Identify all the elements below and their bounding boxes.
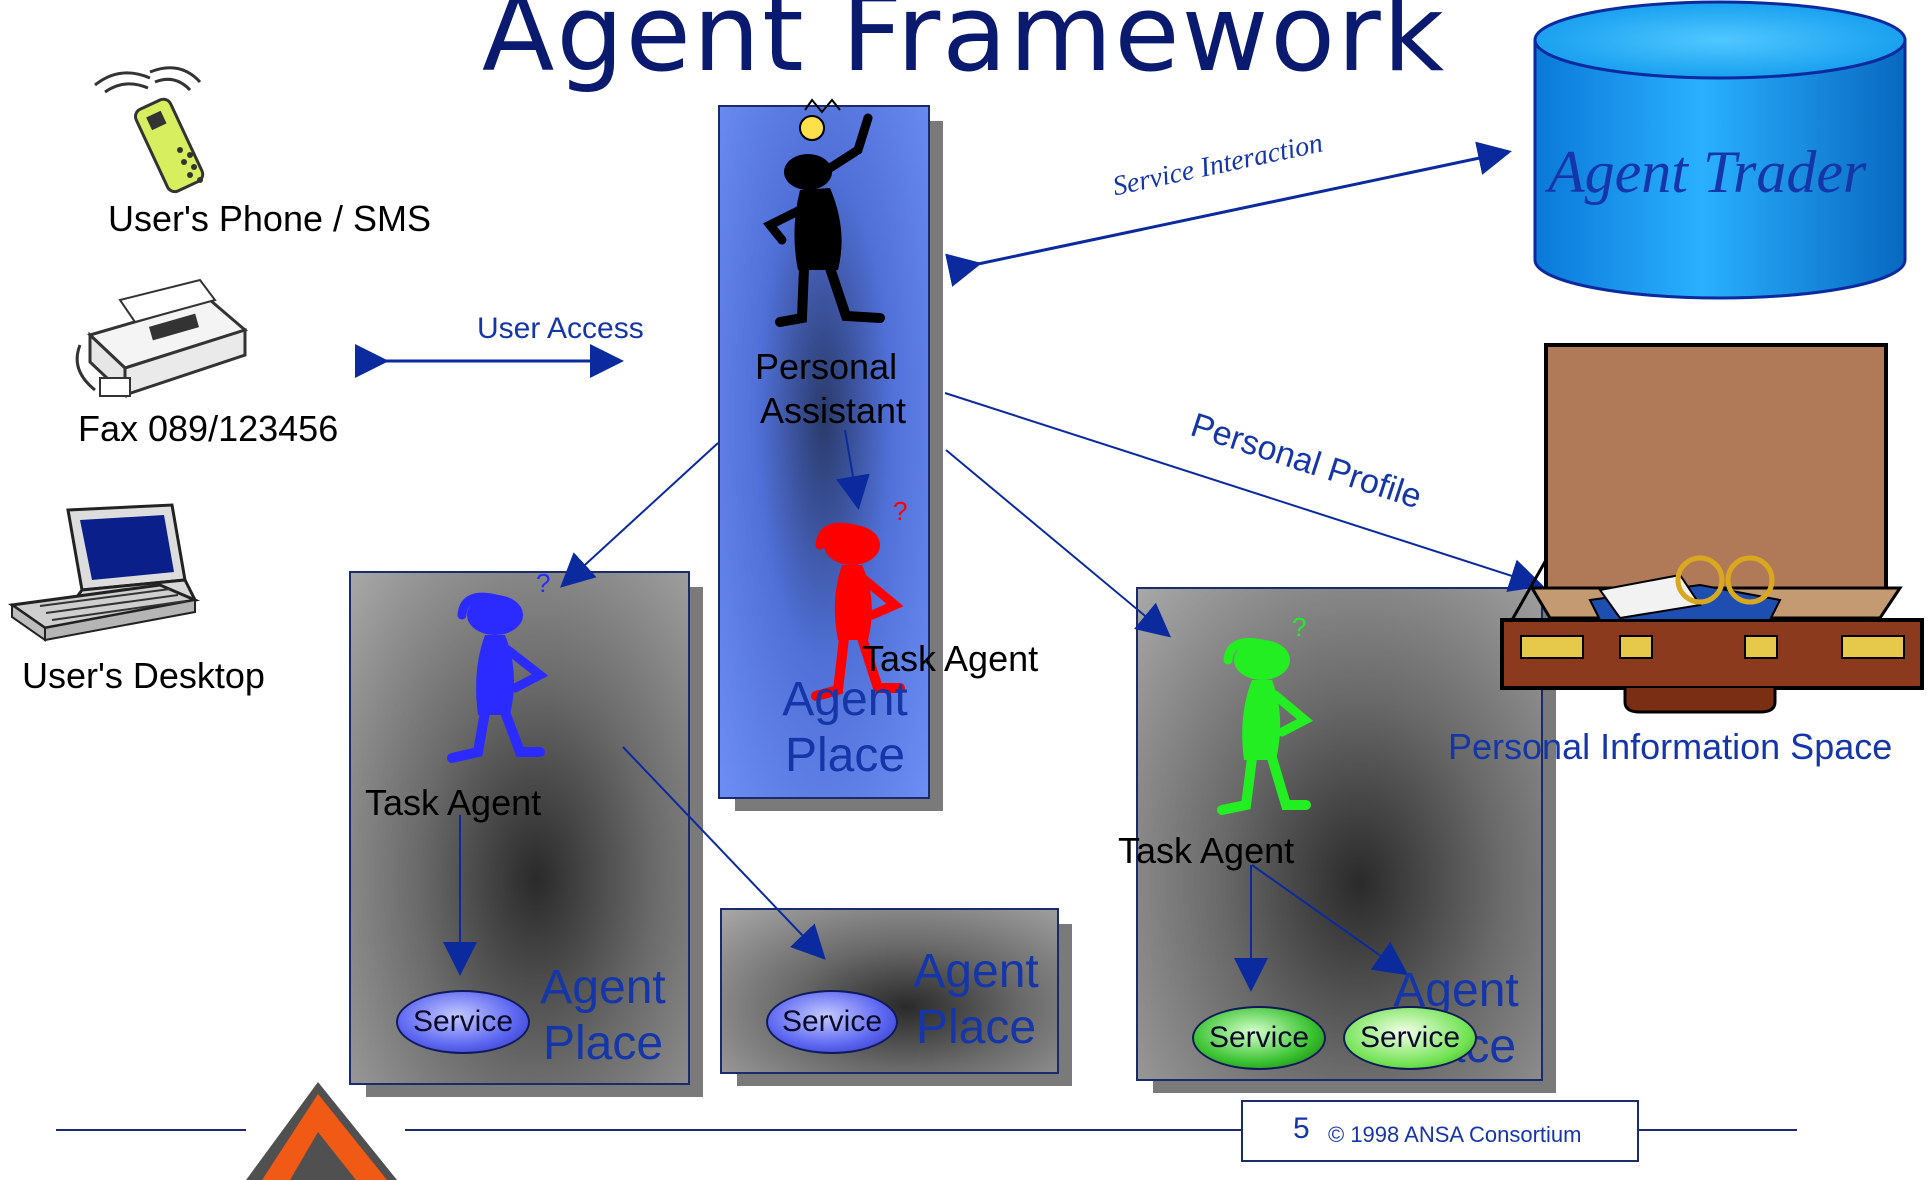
pa-to-red-arrow <box>836 429 870 510</box>
agent-place-right <box>1136 587 1543 1081</box>
personal-profile-arrow <box>944 392 1544 592</box>
task-agent-figure-blue: ? <box>447 568 550 763</box>
laptop-icon <box>7 503 201 642</box>
agent-place-middle <box>720 908 1059 1074</box>
copyright: © 1998 ANSA Consortium <box>1328 1122 1582 1147</box>
pa-to-right-arrow <box>945 449 1172 638</box>
footer-rule-left <box>56 1129 246 1131</box>
desktop-label: User's Desktop <box>22 655 265 696</box>
svg-text:?: ? <box>1292 612 1306 642</box>
phone-label: User's Phone / SMS <box>108 198 431 239</box>
center-place-line1: Agent <box>782 673 908 726</box>
left-task-to-middle-arrow <box>622 746 826 960</box>
footer-box <box>1241 1100 1639 1162</box>
task-agent-figure-red: ? <box>811 496 907 701</box>
svg-text:?: ? <box>893 496 907 526</box>
user-access-label: User Access <box>477 312 644 345</box>
personal-assistant-figure <box>763 98 885 327</box>
phone-icon <box>94 66 205 194</box>
task-agent-figure-green: ? <box>1217 612 1314 815</box>
center-place-label: Agent Place <box>775 672 915 784</box>
fax-label: Fax 089/123456 <box>78 408 339 449</box>
pa-to-left-arrow <box>560 442 719 588</box>
database-cylinder-icon <box>1533 0 1907 300</box>
agent-trader-label: Agent Trader <box>1548 139 1867 205</box>
personal-assistant-line2: Assistant <box>760 390 907 431</box>
page-number: 5 <box>1293 1112 1310 1145</box>
service-middle: Service <box>766 990 898 1054</box>
service-interaction-arrow <box>945 141 1512 287</box>
middle-place-line1: Agent <box>913 945 1039 998</box>
personal-assistant-line1: Personal <box>755 346 898 387</box>
left-place-line1: Agent <box>540 961 666 1014</box>
center-place-line2: Place <box>784 729 906 782</box>
briefcase-icon <box>1500 343 1924 714</box>
right-task-to-service2-arrow <box>1251 864 1409 976</box>
svg-text:?: ? <box>536 568 550 598</box>
task-agent-label-right: Task Agent <box>1118 830 1295 871</box>
middle-place-label: Agent Place <box>906 944 1046 1056</box>
fax-icon <box>75 278 249 399</box>
task-agent-label-center: Task Agent <box>862 638 1039 679</box>
service-right-2: Service <box>1343 1006 1477 1070</box>
service-left: Service <box>396 990 530 1054</box>
personal-information-space-label: Personal Information Space <box>1448 726 1893 767</box>
footer-rule-middle <box>405 1129 1243 1131</box>
footer-rule-right <box>1637 1129 1797 1131</box>
middle-place-line2: Place <box>915 1001 1037 1054</box>
task-agent-label-left: Task Agent <box>365 782 542 823</box>
service-right-1: Service <box>1192 1006 1326 1070</box>
left-place-line2: Place <box>542 1017 664 1070</box>
left-place-label: Agent Place <box>533 960 673 1072</box>
slide-title: Agent Framework <box>481 0 1447 95</box>
ansa-logo-icon <box>246 1082 397 1180</box>
